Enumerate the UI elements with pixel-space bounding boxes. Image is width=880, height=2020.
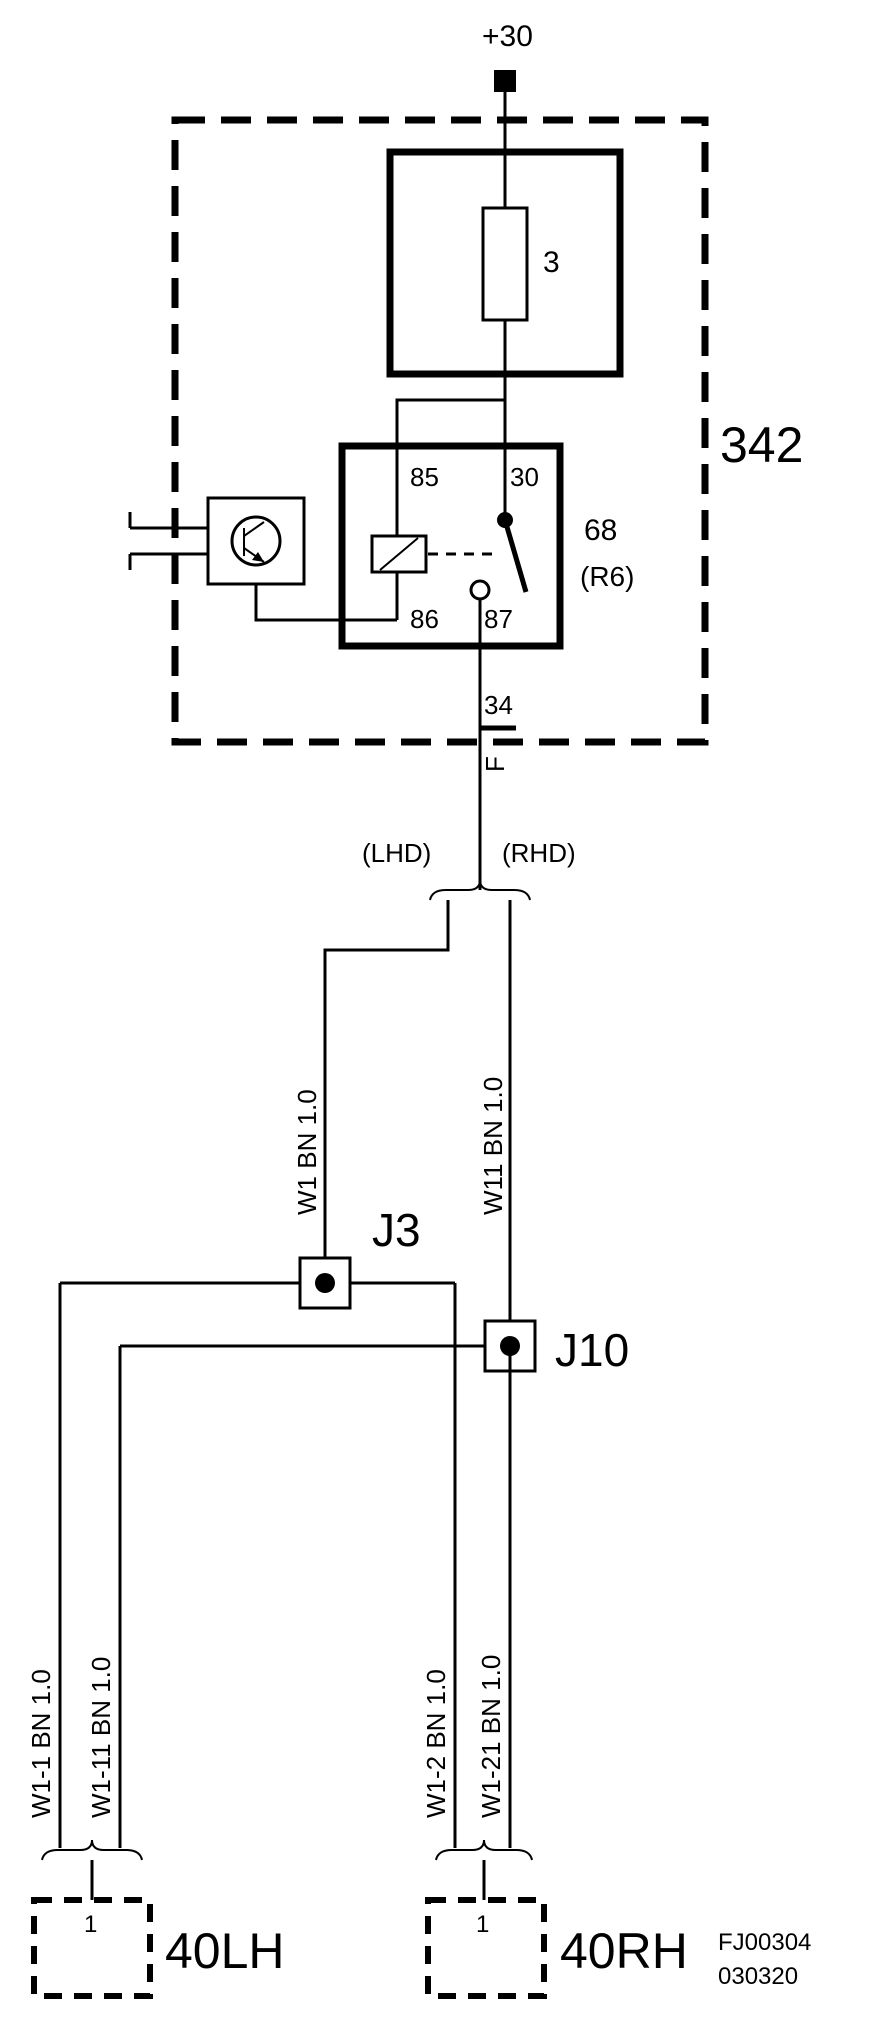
junction-j10-label: J10 (555, 1324, 629, 1376)
load-40rh-box (425, 1897, 547, 1999)
brace-lh (41, 1839, 143, 1861)
relay-pin-30: 30 (510, 462, 539, 492)
relay-code: (R6) (580, 561, 634, 592)
unit-342-boundary (171, 116, 709, 746)
relay-contact-87 (469, 579, 491, 601)
wire-w1-11-label: W1-11 BN 1.0 (86, 1657, 116, 1818)
wire-w1-path (323, 900, 450, 1283)
load-40lh-label: 40LH (165, 1923, 285, 1979)
wire-w11-label: W11 BN 1.0 (478, 1077, 508, 1215)
unit-label: 342 (720, 417, 803, 473)
variant-lhd: (LHD) (362, 838, 431, 868)
relay-coil-stroke (379, 537, 419, 571)
brace-rh (435, 1839, 533, 1861)
connector-letter: F (480, 756, 510, 772)
junction-j3-label: J3 (372, 1204, 421, 1256)
supply-terminal (494, 70, 516, 92)
fuse-label: 3 (543, 246, 560, 279)
fuse-element (481, 206, 529, 322)
relay-box (338, 442, 564, 650)
load-40lh-box (31, 1897, 153, 1999)
connector-pin: 34 (484, 690, 513, 720)
transistor-arrow (252, 552, 264, 562)
transistor-collector (243, 521, 265, 537)
wire-w1-21-label: W1-21 BN 1.0 (476, 1655, 506, 1818)
relay-number: 68 (584, 514, 617, 547)
wire-w1-1-label: W1-1 BN 1.0 (26, 1669, 56, 1818)
relay-pin-86: 86 (410, 604, 439, 634)
supply-label: +30 (482, 20, 533, 53)
variant-rhd: (RHD) (502, 838, 576, 868)
wire-w1-label: W1 BN 1.0 (292, 1089, 322, 1215)
load-40rh-label: 40RH (560, 1923, 688, 1979)
wire-w1-2-label: W1-2 BN 1.0 (421, 1669, 451, 1818)
footer-code: FJ00304 (718, 1929, 811, 1956)
relay-pin-87: 87 (484, 604, 513, 634)
junction-j3-dot (315, 1273, 335, 1293)
relay-pin-85: 85 (410, 462, 439, 492)
variant-brace (429, 879, 531, 901)
fuse-box (386, 148, 624, 378)
driver-to-coil-wire (254, 584, 397, 622)
footer-date: 030320 (718, 1963, 798, 1990)
load-40rh-pin: 1 (476, 1911, 489, 1938)
load-40lh-pin: 1 (84, 1911, 97, 1938)
coil-feed-wire (395, 398, 505, 540)
relay-contact-arm (502, 519, 529, 593)
